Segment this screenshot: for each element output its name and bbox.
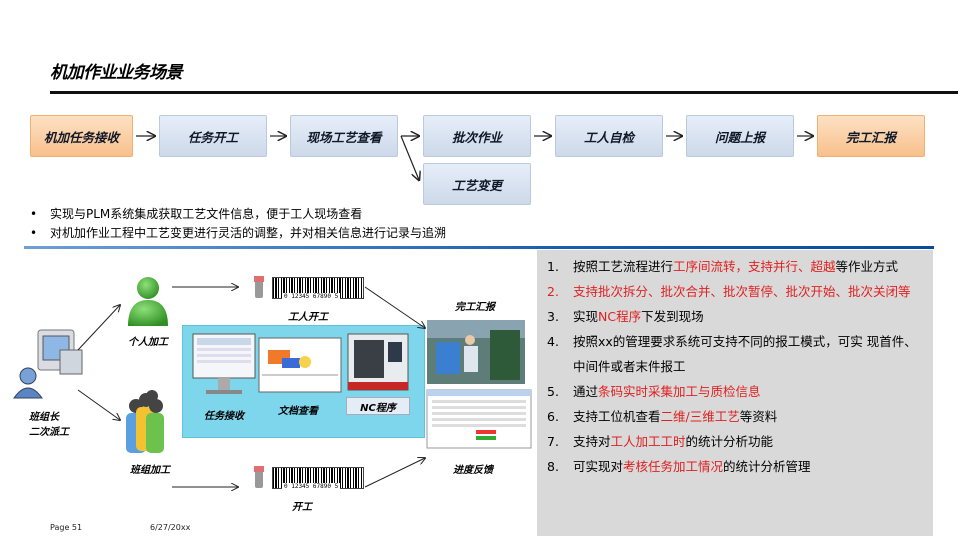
- completion-report-label: 完工汇报: [455, 302, 495, 313]
- title-divider: [50, 91, 958, 94]
- feature-highlight: NC程序: [598, 309, 642, 324]
- flow-step-6: 问题上报: [686, 115, 794, 157]
- flow-step-5: 工人自检: [555, 115, 663, 157]
- feature-item: 3. 实现NC程序下发到现场: [547, 304, 925, 329]
- feature-item: 1. 按照工艺流程进行工序间流转，支持并行、超越等作业方式: [547, 254, 925, 279]
- feature-item: 7. 支持对工人加工工时的统计分析功能: [547, 429, 925, 454]
- feature-text: 可实现对考核任务加工情况的统计分析管理: [573, 454, 811, 479]
- feature-number: 6.: [547, 409, 559, 424]
- section-divider: [24, 246, 934, 249]
- flow-step-3: 现场工艺查看: [290, 115, 398, 157]
- flow-step-4: 批次作业: [423, 115, 531, 157]
- footer-date: 6/27/20xx: [150, 523, 191, 532]
- individual-label: 个人加工: [128, 337, 168, 348]
- feature-item: 2. 支持批次拆分、批次合并、批次暂停、批次开始、批次关闭等: [547, 279, 925, 304]
- doc-view-label: 文档查看: [278, 406, 318, 417]
- feature-text-part: 支持对: [573, 434, 611, 449]
- feature-text-part: 下发到现场: [641, 309, 704, 324]
- diagram-graphics: [13, 276, 532, 520]
- team-work-label: 班组加工: [130, 465, 170, 476]
- feature-text: 支持对工人加工工时的统计分析功能: [573, 429, 773, 454]
- team-icon: [126, 390, 164, 453]
- flow-step-2: 任务开工: [159, 115, 267, 157]
- feature-text: 支持批次拆分、批次合并、批次暂停、批次开始、批次关闭等: [573, 279, 911, 304]
- progress-report-screenshot: [426, 389, 532, 449]
- feature-list-panel: 1. 按照工艺流程进行工序间流转，支持并行、超越等作业方式 2. 支持批次拆分、批次合…: [537, 250, 933, 536]
- workflow-diagram: 0 12345 67890 5 0 12345 67890 5 班组长 二次派工…: [0, 250, 540, 520]
- feature-number: 1.: [547, 259, 559, 274]
- worker-start-label: 工人开工: [288, 312, 328, 323]
- feature-item: 5. 通过条码实时采集加工与质检信息: [547, 379, 925, 404]
- feature-text-part: 按照工艺流程进行: [573, 259, 674, 274]
- flow-step-7: 完工汇报: [817, 115, 925, 157]
- feature-text-part: 的统计分析功能: [685, 434, 774, 449]
- task-receive-label: 任务接收: [204, 411, 244, 422]
- barcode-digits: 0 12345 67890 5: [282, 293, 341, 300]
- flow-arrows: [136, 0, 960, 210]
- feature-text-part: 等作业方式: [835, 259, 899, 274]
- nc-program-label: NC程序: [346, 397, 410, 415]
- summary-bullets: 实现与PLM系统集成获取工艺文件信息，便于工人现场查看 对机加作业工程中工艺变更…: [30, 205, 446, 243]
- feature-highlight: 二维/三维工艺: [660, 409, 740, 424]
- feature-highlight: 工序间流转，支持并行、超越: [673, 259, 836, 274]
- feature-text-part: 通过: [573, 384, 599, 399]
- feature-highlight: 工人加工工时: [610, 434, 686, 449]
- feature-number: 4.: [547, 334, 559, 349]
- feature-number: 8.: [547, 459, 559, 474]
- feature-text-part: 的统计分析管理: [723, 459, 811, 474]
- page-title: 机加作业业务场景: [50, 63, 183, 83]
- feature-number: 7.: [547, 434, 559, 449]
- feature-text: 按照工艺流程进行工序间流转，支持并行、超越等作业方式: [573, 254, 898, 279]
- progress-feedback-label: 进度反馈: [453, 465, 493, 476]
- feature-text-part: 按照xx的管理要求系统可支持不同的报工模式，可实 现首件、中间件或者末件报工: [573, 334, 917, 374]
- scanner-icon: [254, 466, 264, 488]
- feature-item: 8. 可实现对考核任务加工情况的统计分析管理: [547, 454, 925, 479]
- feature-number: 5.: [547, 384, 559, 399]
- feature-number: 3.: [547, 309, 559, 324]
- page-number: Page 51: [50, 523, 83, 532]
- feature-text-part: 支持工位机查看: [573, 409, 661, 424]
- feature-text: 按照xx的管理要求系统可支持不同的报工模式，可实 现首件、中间件或者末件报工: [573, 329, 925, 379]
- feature-text: 支持工位机查看二维/三维工艺等资料: [573, 404, 777, 429]
- cnc-machine-icon: [347, 333, 409, 391]
- flow-step-1: 机加任务接收: [30, 115, 133, 157]
- feature-item: 4. 按照xx的管理要求系统可支持不同的报工模式，可实 现首件、中间件或者末件报工: [547, 329, 925, 379]
- team-leader-label-line2: 二次派工: [29, 427, 69, 438]
- feature-highlight: 条码实时采集加工与质检信息: [598, 384, 761, 399]
- worker-icon: [128, 277, 168, 326]
- feature-number: 2.: [547, 284, 559, 299]
- feature-text: 通过条码实时采集加工与质检信息: [573, 379, 761, 404]
- barcode-digits: 0 12345 67890 5: [282, 483, 341, 490]
- monitor-icon: [192, 333, 256, 394]
- feature-text-part: 可实现对: [573, 459, 624, 474]
- bullet-item: 对机加作业工程中工艺变更进行灵活的调整，并对相关信息进行记录与追溯: [30, 224, 446, 243]
- feature-text-part: 等资料: [739, 409, 778, 424]
- scanner-icon: [254, 276, 264, 298]
- team-leader-icon: [13, 329, 83, 399]
- feature-item: 6. 支持工位机查看二维/三维工艺等资料: [547, 404, 925, 429]
- feature-text-part: 实现: [573, 309, 599, 324]
- start-label: 开工: [292, 502, 312, 513]
- bullet-item: 实现与PLM系统集成获取工艺文件信息，便于工人现场查看: [30, 205, 446, 224]
- feature-highlight: 考核任务加工情况: [623, 459, 724, 474]
- feature-highlight: 支持批次拆分、批次合并、批次暂停、批次开始、批次关闭等: [573, 284, 911, 299]
- workshop-photo: [427, 320, 525, 384]
- feature-list: 1. 按照工艺流程进行工序间流转，支持并行、超越等作业方式 2. 支持批次拆分、批次合…: [537, 250, 933, 479]
- team-leader-label-line1: 班组长: [29, 412, 59, 423]
- flow-step-branch: 工艺变更: [423, 163, 531, 205]
- cad-document-icon: [258, 337, 342, 393]
- feature-text: 实现NC程序下发到现场: [573, 304, 704, 329]
- team-leader-label: 班组长 二次派工: [29, 408, 69, 438]
